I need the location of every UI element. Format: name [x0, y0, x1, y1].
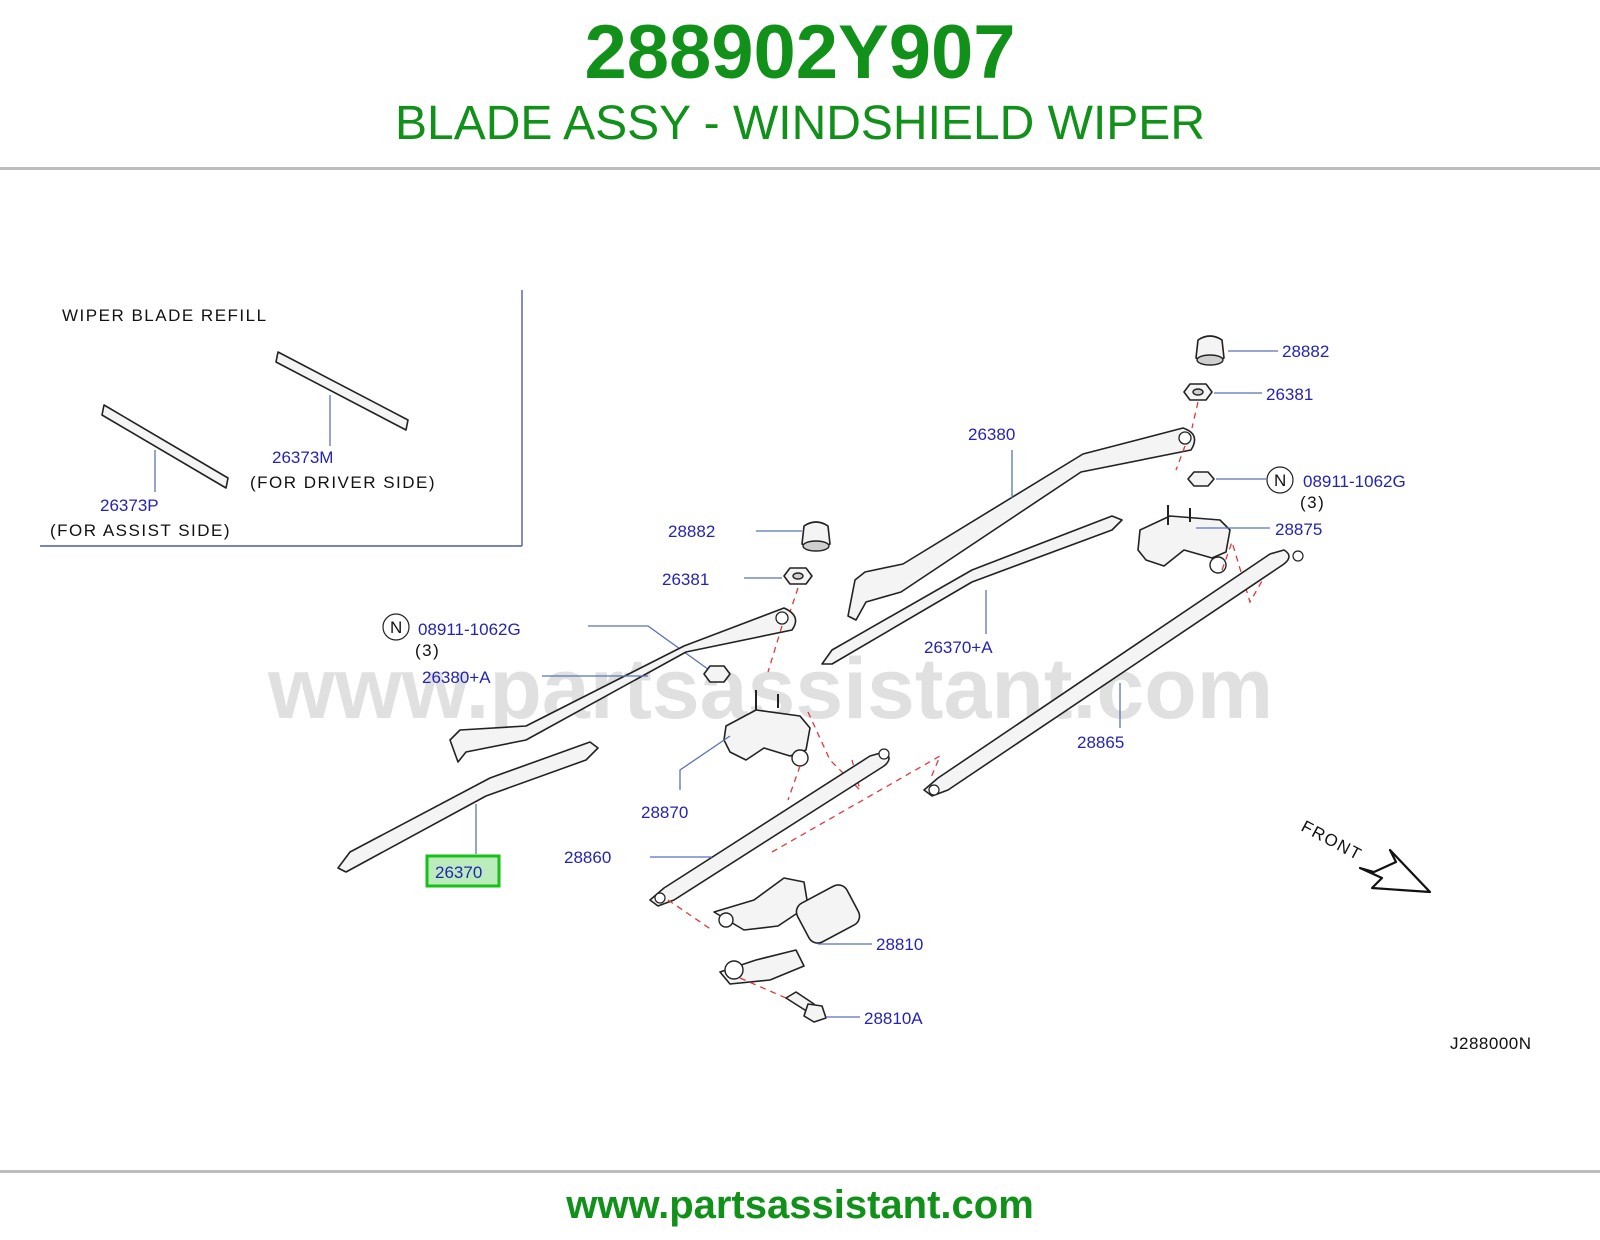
left-arm-label[interactable]: 26380+A [422, 668, 491, 687]
left-n-circle [382, 613, 410, 641]
left-pivot-label[interactable]: 28870 [641, 803, 688, 822]
footer-divider [0, 1170, 1600, 1173]
driver-refill-note: (FOR DRIVER SIDE) [250, 473, 436, 492]
left-link-label[interactable]: 28860 [564, 848, 611, 867]
right-arm-label[interactable]: 26380 [968, 425, 1015, 444]
right-link-rod [923, 549, 1290, 797]
left-nut [783, 567, 813, 585]
footer-website-link[interactable]: www.partsassistant.com [566, 1183, 1034, 1227]
assist-refill-label[interactable]: 26373P [100, 496, 159, 515]
left-qty: (3) [415, 641, 440, 660]
left-n-code: N [390, 618, 404, 637]
refill-inset: WIPER BLADE REFILL 26373M (FOR DRIVER SI… [40, 290, 523, 547]
front-arrow-icon [1358, 848, 1432, 894]
right-bolt-label[interactable]: 08911-1062G [1303, 472, 1406, 491]
page-header: 288902Y907 BLADE ASSY - WINDSHIELD WIPER [0, 0, 1600, 170]
left-bolt-label[interactable]: 08911-1062G [418, 620, 521, 639]
driver-refill-label[interactable]: 26373M [272, 448, 333, 467]
parts-diagram: www.partsassistant.com WIPER BLADE REFIL… [40, 290, 1532, 1053]
right-n-circle [1266, 466, 1294, 494]
left-wiper-arm [449, 607, 797, 763]
left-bolt-nut [703, 665, 731, 683]
part-name-subtitle: BLADE ASSY - WINDSHIELD WIPER [395, 97, 1205, 150]
motor-bolt [785, 991, 827, 1023]
right-wiper-blade [821, 515, 1123, 665]
right-cap-label[interactable]: 28882 [1282, 342, 1329, 361]
left-cap-label[interactable]: 28882 [668, 522, 715, 541]
diagram-code: J288000N [1450, 1034, 1532, 1053]
part-number-title: 288902Y907 [584, 10, 1016, 95]
refill-strip-driver [275, 351, 409, 431]
right-pivot-label[interactable]: 28875 [1275, 520, 1322, 539]
wiper-motor [713, 877, 861, 985]
right-cap [1195, 335, 1225, 366]
right-n-code: N [1274, 471, 1288, 490]
right-nut-label[interactable]: 26381 [1266, 385, 1313, 404]
left-pivot [723, 709, 811, 761]
left-wiper-blade [337, 741, 599, 873]
assist-refill-note: (FOR ASSIST SIDE) [50, 521, 231, 540]
refill-strip-assist [101, 404, 229, 489]
right-blade-label[interactable]: 26370+A [924, 638, 993, 657]
highlighted-part-box[interactable] [425, 854, 501, 888]
left-nut-label[interactable]: 26381 [662, 570, 709, 589]
left-cap [801, 521, 831, 552]
motor-label[interactable]: 28810 [876, 935, 923, 954]
right-qty: (3) [1300, 493, 1325, 512]
inset-title: WIPER BLADE REFILL [62, 306, 268, 325]
left-link-rod [649, 751, 890, 907]
header-divider [0, 167, 1600, 170]
front-direction-label: FRONT [1298, 817, 1365, 865]
right-link-label[interactable]: 28865 [1077, 733, 1124, 752]
right-nut [1183, 383, 1213, 401]
motor-bolt-label[interactable]: 28810A [864, 1009, 923, 1028]
right-wiper-arm [847, 427, 1196, 621]
right-bolt-nut [1187, 471, 1215, 487]
left-blade-label[interactable]: 26370 [435, 863, 482, 882]
